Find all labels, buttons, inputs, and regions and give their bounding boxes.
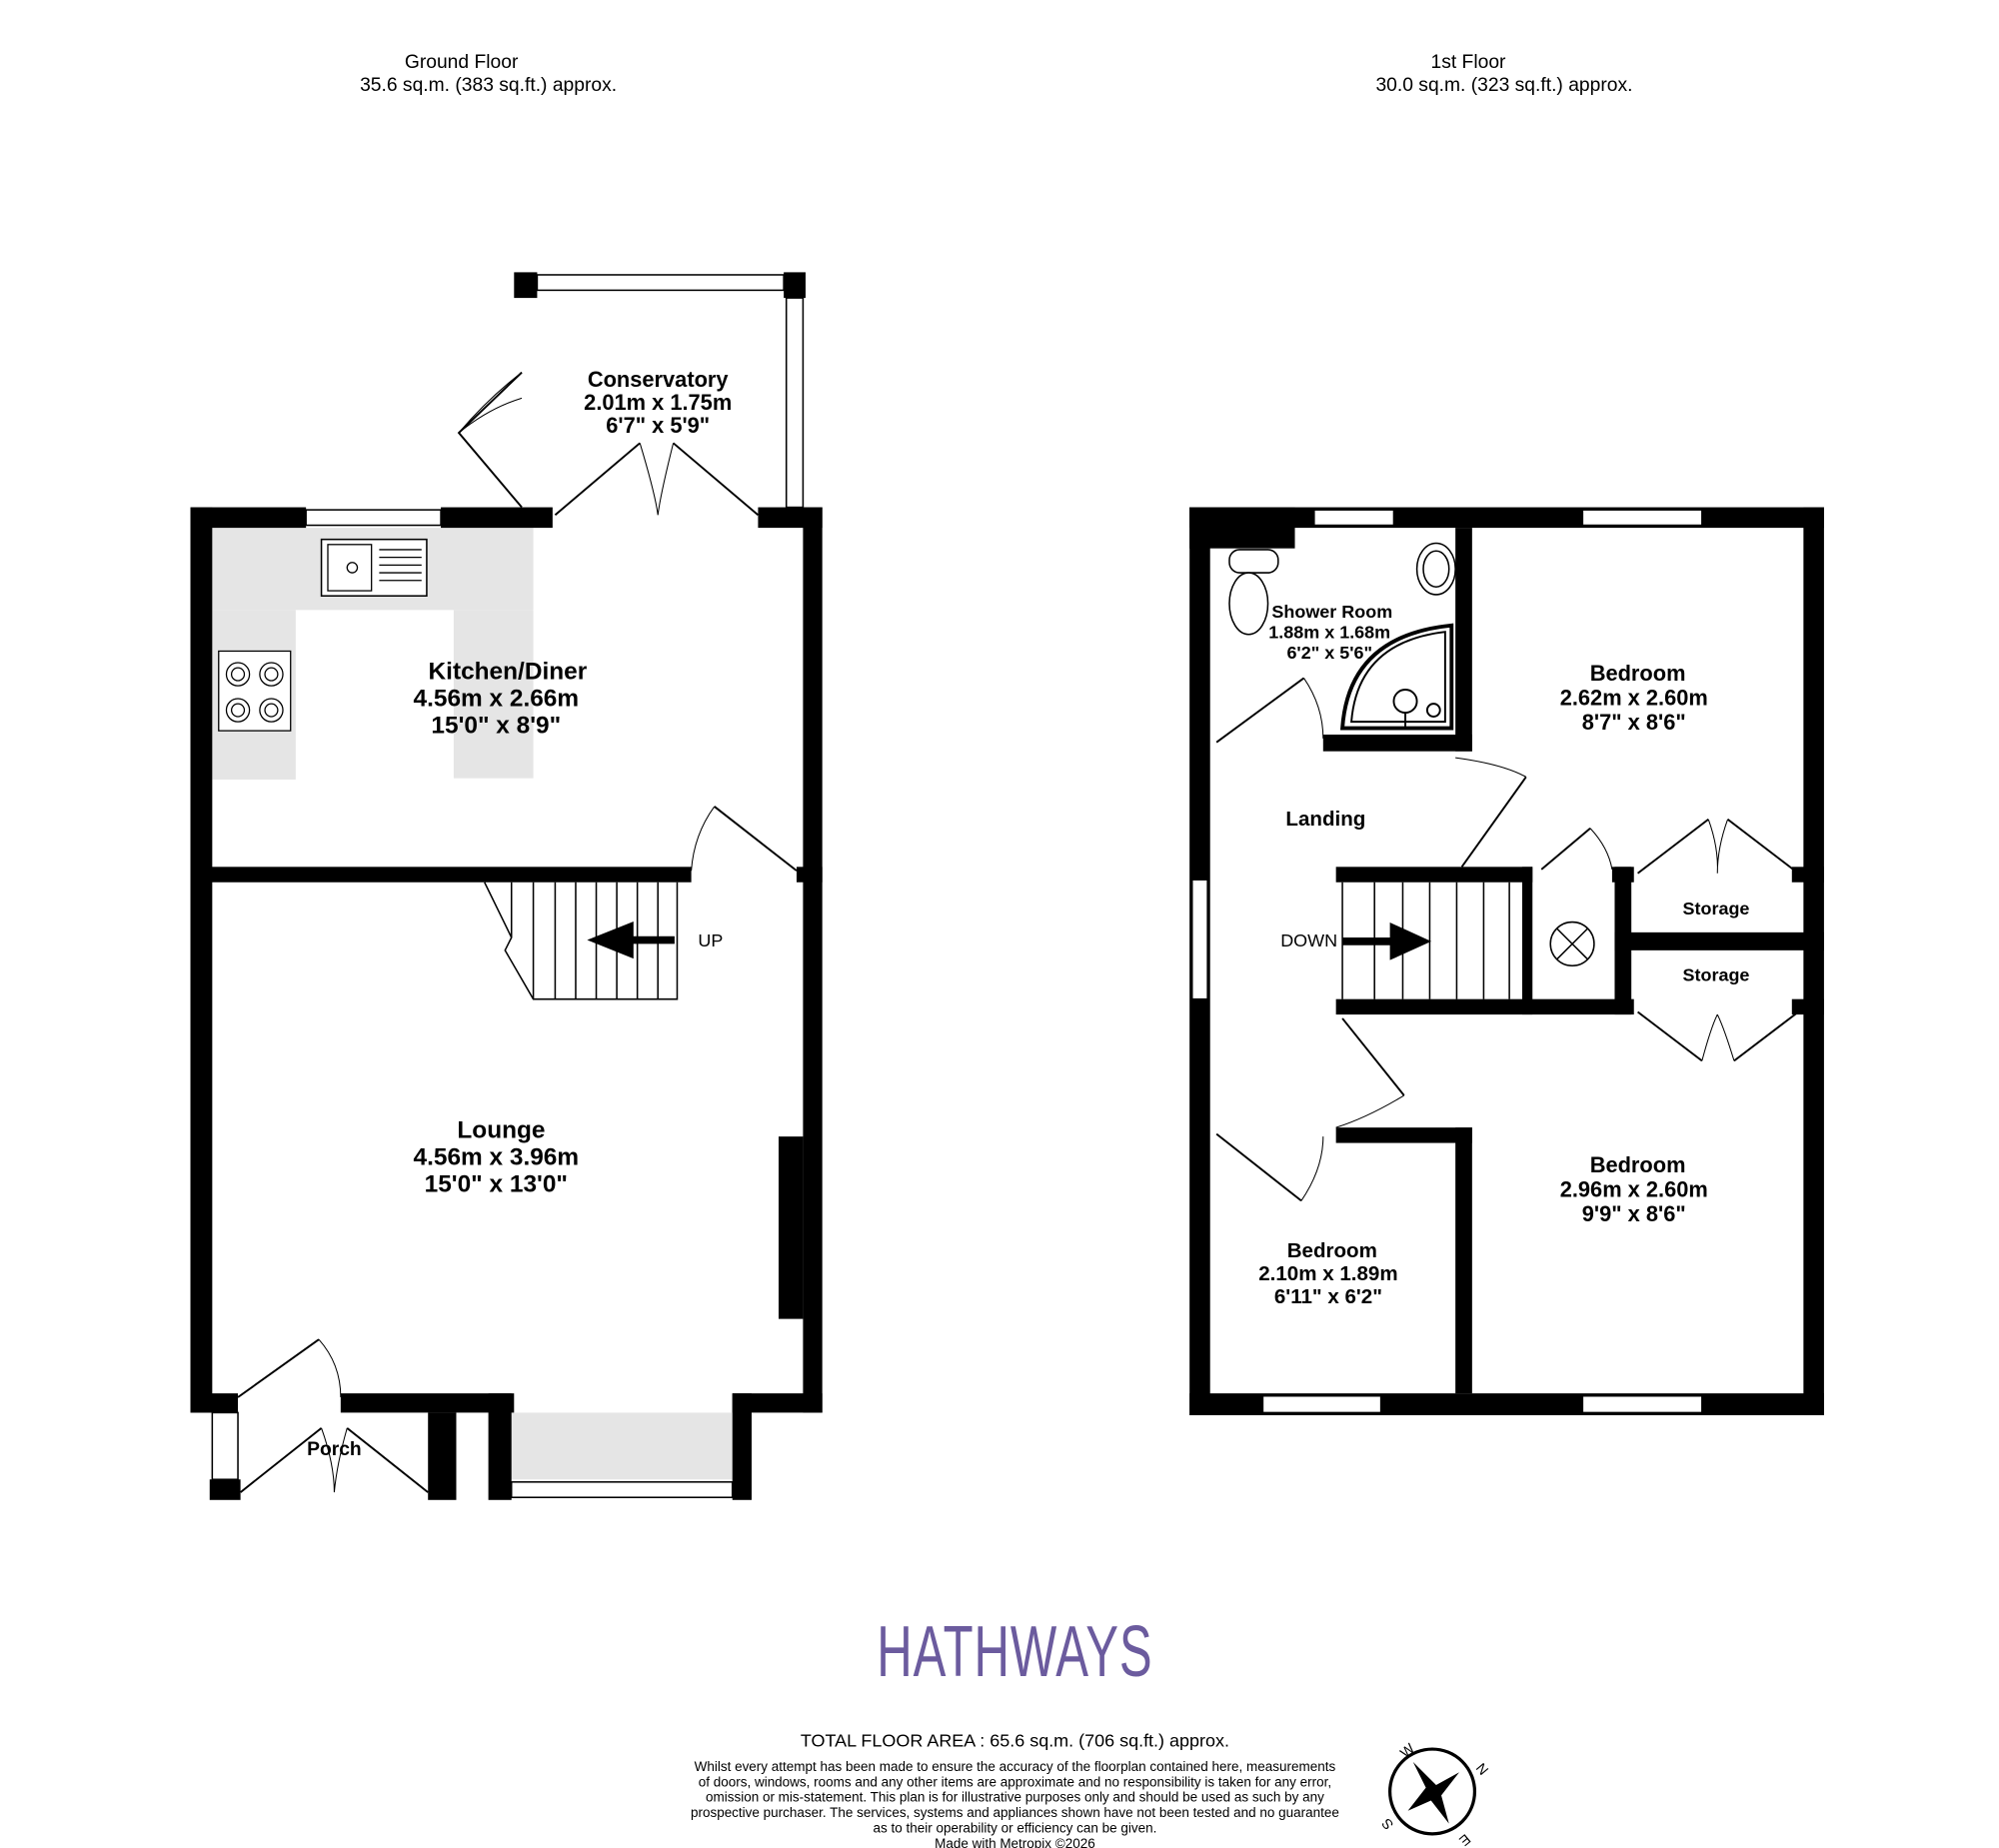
first-stairs (1341, 882, 1510, 999)
svg-text:2.62m x 2.60m: 2.62m x 2.60m (1560, 685, 1708, 710)
ground-doors (237, 371, 798, 1493)
room-bedroom-1: Bedroom 2.62m x 2.60m 8'7" x 8'6" (1560, 661, 1708, 735)
svg-text:as to their operability or eff: as to their operability or efficiency ca… (873, 1821, 1156, 1836)
first-floor-title: 1st Floor (1431, 52, 1507, 73)
svg-text:9'9" x 8'6": 9'9" x 8'6" (1582, 1201, 1686, 1226)
stairs-arrow-icon (1342, 923, 1432, 960)
svg-text:S: S (1378, 1815, 1396, 1833)
svg-text:Bedroom: Bedroom (1287, 1239, 1377, 1262)
extractor-fan-icon (1549, 921, 1595, 967)
stairs-up-label: UP (698, 930, 723, 950)
shower-icon (1340, 623, 1454, 731)
room-shower-room: Shower Room 1.88m x 1.68m 6'2" x 5'6" (1268, 602, 1392, 663)
first-floor-plan: DOWN Shower Room 1.88m x 1.68m 6'2" x 5'… (1189, 507, 1824, 1415)
svg-text:Shower Room: Shower Room (1271, 602, 1392, 622)
svg-text:Bedroom: Bedroom (1590, 1152, 1686, 1177)
stairs-arrow-icon (587, 922, 675, 959)
svg-text:6'7" x 5'9": 6'7" x 5'9" (606, 413, 710, 438)
made-with: Made with Metropix ©2026 (935, 1836, 1095, 1848)
svg-text:Whilst every attempt has been: Whilst every attempt has been made to en… (695, 1759, 1336, 1774)
svg-text:N: N (1473, 1760, 1492, 1778)
room-storage-2: Storage (1683, 965, 1750, 985)
svg-text:4.56m x 3.96m: 4.56m x 3.96m (414, 1143, 580, 1170)
ground-walls (190, 272, 823, 1500)
svg-text:W: W (1397, 1740, 1418, 1761)
ground-windows (211, 274, 805, 1498)
sink-icon (320, 538, 428, 597)
room-kitchen-diner: Kitchen/Diner 4.56m x 2.66m 15'0" x 8'9" (414, 659, 588, 740)
room-conservatory: Conservatory 2.01m x 1.75m 6'7" x 5'9" (584, 367, 732, 438)
svg-text:prospective purchaser. The ser: prospective purchaser. The services, sys… (691, 1805, 1339, 1820)
svg-text:6'11" x 6'2": 6'11" x 6'2" (1274, 1285, 1382, 1308)
svg-text:1.88m x 1.68m: 1.88m x 1.68m (1268, 623, 1390, 643)
svg-text:Lounge: Lounge (457, 1116, 545, 1143)
room-lounge: Lounge 4.56m x 3.96m 15'0" x 13'0" (414, 1116, 580, 1197)
compass-icon: W N S E (1378, 1740, 1492, 1848)
svg-text:6'2" x 5'6": 6'2" x 5'6" (1286, 643, 1372, 663)
svg-text:2.96m x 2.60m: 2.96m x 2.60m (1560, 1177, 1708, 1202)
svg-text:8'7" x 8'6": 8'7" x 8'6" (1582, 710, 1686, 735)
svg-text:Bedroom: Bedroom (1590, 661, 1686, 686)
first-windows (1190, 509, 1703, 1414)
room-storage-1: Storage (1683, 899, 1750, 919)
toilet-icon (1228, 549, 1279, 636)
stairs-down-label: DOWN (1280, 930, 1337, 950)
svg-text:omission or mis-statement. Thi: omission or mis-statement. This plan is … (706, 1790, 1324, 1805)
svg-text:15'0" x 8'9": 15'0" x 8'9" (431, 713, 561, 740)
ground-stairs (484, 882, 679, 1000)
svg-text:Kitchen/Diner: Kitchen/Diner (429, 659, 588, 686)
svg-text:2.10m x 1.89m: 2.10m x 1.89m (1258, 1262, 1397, 1285)
bay-floor (511, 1412, 733, 1480)
ground-floor-title: Ground Floor (405, 52, 519, 73)
first-floor-area: 30.0 sq.m. (323 sq.ft.) approx. (1375, 75, 1632, 96)
total-floor-area: TOTAL FLOOR AREA : 65.6 sq.m. (706 sq.ft… (801, 1730, 1229, 1750)
room-porch: Porch (307, 1439, 362, 1460)
svg-text:4.56m x 2.66m: 4.56m x 2.66m (414, 686, 580, 713)
svg-text:of doors, windows, rooms and a: of doors, windows, rooms and any other i… (699, 1774, 1331, 1789)
ground-floor-area: 35.6 sq.m. (383 sq.ft.) approx. (360, 75, 617, 96)
hathways-logo: HATHWAYS (877, 1612, 1152, 1692)
svg-text:Conservatory: Conservatory (588, 367, 730, 392)
room-bedroom-3: Bedroom 2.10m x 1.89m 6'11" x 6'2" (1258, 1239, 1397, 1308)
room-bedroom-2: Bedroom 2.96m x 2.60m 9'9" x 8'6" (1560, 1152, 1708, 1226)
ground-floor-plan: UP Conservatory 2.01m x 1.75m 6'7" x 5'9… (190, 272, 823, 1500)
svg-text:2.01m x 1.75m: 2.01m x 1.75m (584, 390, 732, 415)
svg-text:15'0" x 13'0": 15'0" x 13'0" (425, 1170, 568, 1197)
disclaimer: Whilst every attempt has been made to en… (691, 1759, 1339, 1848)
svg-text:E: E (1456, 1831, 1474, 1848)
hob-icon (218, 650, 292, 732)
basin-icon (1415, 542, 1456, 596)
first-doors (1215, 677, 1799, 1202)
room-landing: Landing (1285, 808, 1365, 831)
